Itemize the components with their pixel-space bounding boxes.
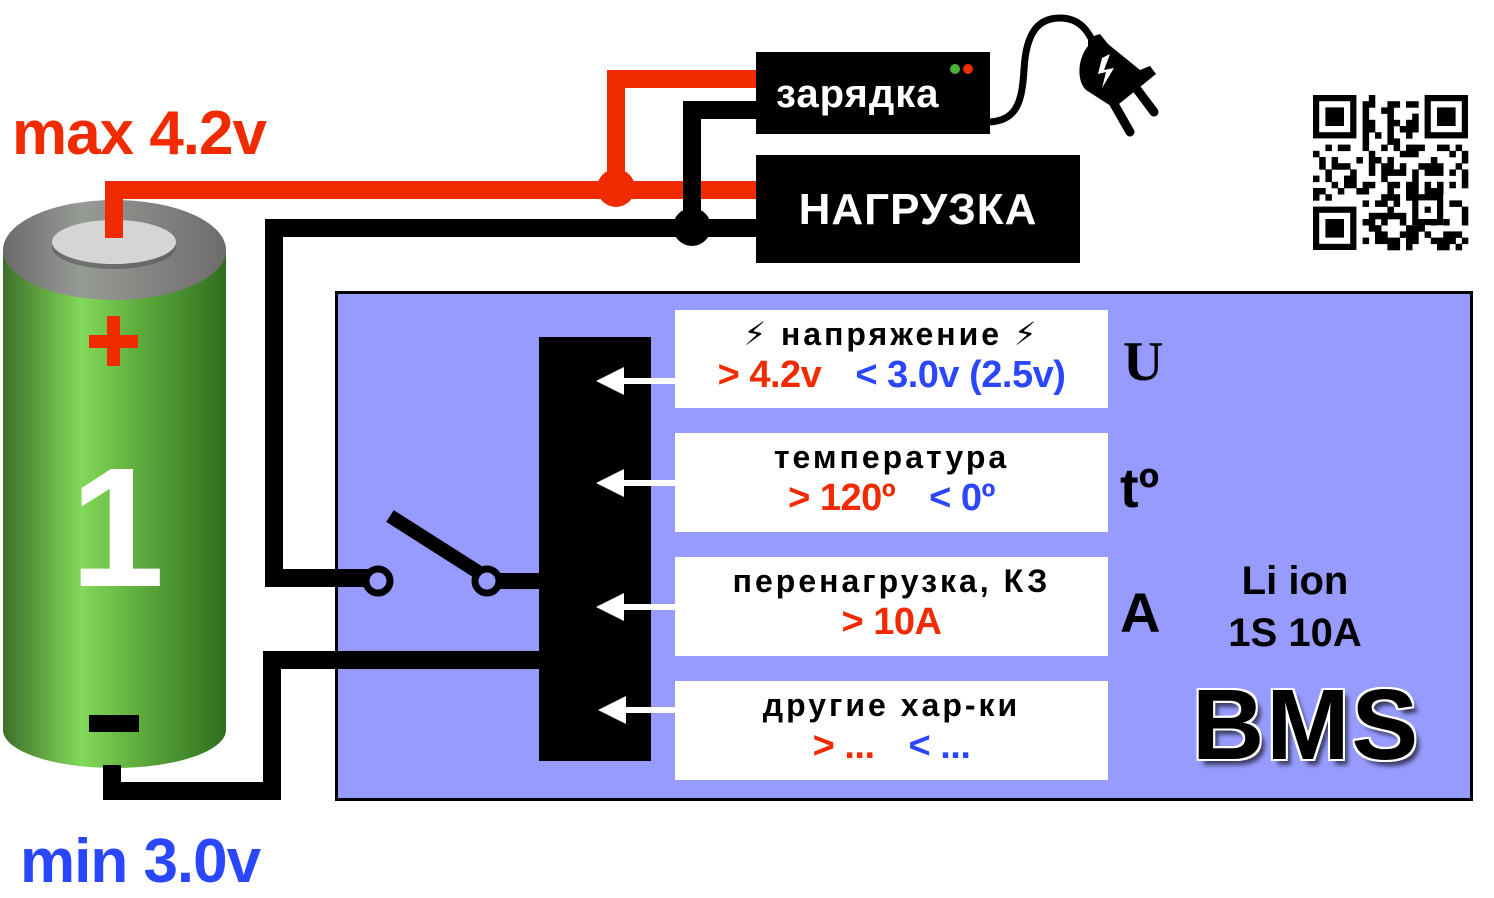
battery [3,200,226,768]
status-led-green [950,64,960,74]
charger-label: зарядка [776,72,940,116]
param-title: ⚡ напряжение ⚡ [743,316,1040,352]
param-voltage: ⚡ напряжение ⚡ > 4.2v < 3.0v (2.5v) [675,310,1108,408]
status-led-red [963,64,973,74]
qr-code-icon [1313,95,1469,251]
max-voltage-label: max 4.2v [12,99,267,168]
current-symbol: A [1120,581,1161,644]
battery-number: 1 [70,433,165,623]
over-limit: > 10A [841,601,942,643]
minus-icon [89,715,139,732]
load-label: НАГРУЗКА [798,185,1038,234]
positive-junction [597,169,635,207]
over-limit: > ... [812,725,875,767]
bms-chemistry: Li ion [1241,559,1349,603]
bms-config: 1S 10A [1228,611,1362,655]
charger-block: зарядка [756,52,990,134]
param-title: другие хар-ки [762,687,1021,723]
under-limit: < 0º [929,477,995,519]
voltage-symbol: U [1123,331,1164,393]
param-title: температура [773,439,1010,475]
param-overcurrent: перенагрузка, КЗ > 10A [675,557,1108,656]
over-limit: > 4.2v [717,354,822,396]
bms-title: BMS [1192,669,1421,781]
param-temperature: температура > 120º < 0º [675,433,1108,532]
param-other: другие хар-ки > ... < ... [675,681,1108,780]
positive-wire [105,70,758,238]
under-limit: < ... [908,725,971,767]
battery-terminal [52,220,176,264]
min-voltage-label: min 3.0v [20,827,261,896]
load-block: НАГРУЗКА [756,155,1080,263]
plug-icon [989,14,1159,137]
under-limit: < 3.0v (2.5v) [855,354,1066,396]
over-limit: > 120º [788,477,896,519]
bms-model: Li ion 1S 10A [1190,555,1400,659]
param-title: перенагрузка, КЗ [732,563,1051,599]
temperature-symbol: tº [1120,456,1160,519]
negative-junction [673,208,711,246]
